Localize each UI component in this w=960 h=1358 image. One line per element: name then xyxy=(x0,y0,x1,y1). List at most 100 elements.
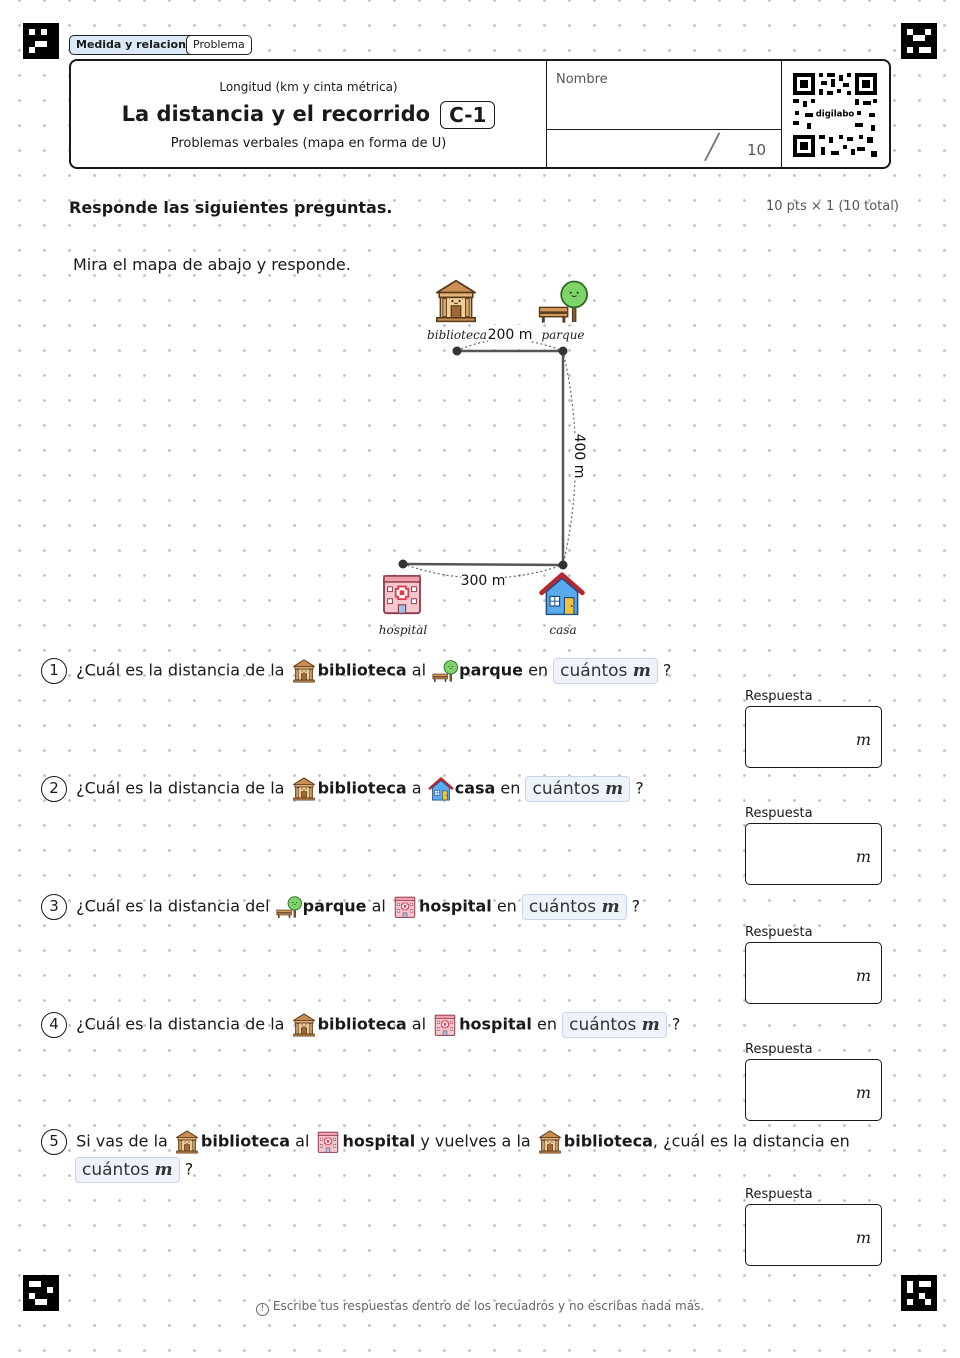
answer-box-5[interactable]: m xyxy=(745,1204,882,1266)
question-text: ¿Cuál es la distancia del xyxy=(76,896,270,916)
place-name: biblioteca xyxy=(317,1014,407,1034)
unit-symbol: m xyxy=(605,778,624,799)
unit-highlight: cuántos m xyxy=(525,775,631,802)
answer-unit: m xyxy=(855,1228,871,1247)
name-score-area: Nombre ╱ 10 xyxy=(546,61,782,167)
question-number: 3 xyxy=(41,893,67,920)
question-number: 5 xyxy=(41,1128,67,1155)
library-icon xyxy=(536,1129,564,1155)
node-hospital xyxy=(398,559,408,569)
question-4: 4 ¿Cuál es la distancia de la biblioteca… xyxy=(41,1011,680,1038)
footer-note: !Escribe tus respuestas dentro de los re… xyxy=(0,1299,960,1316)
worksheet-code: C-1 xyxy=(440,101,496,129)
question-number: 2 xyxy=(41,775,67,802)
label-library: biblioteca xyxy=(427,328,487,342)
arc-library-park xyxy=(456,338,564,352)
corner-marker-bottom-left xyxy=(23,1275,59,1311)
question-text: al xyxy=(411,1014,427,1034)
question-text: , ¿cuál es la distancia en xyxy=(652,1131,850,1151)
answer-box-3[interactable]: m xyxy=(745,942,882,1004)
question-end: ? xyxy=(631,896,641,916)
distance-park-house: 400 m xyxy=(571,434,587,479)
question-text: en xyxy=(537,1014,557,1034)
unit-symbol: m xyxy=(641,1014,660,1035)
question-text: ¿Cuál es la distancia de la xyxy=(76,1014,285,1034)
question-5-continuation: cuántos m ? xyxy=(75,1156,193,1183)
place-name: parque xyxy=(459,660,523,680)
footer-text: Escribe tus respuestas dentro de los rec… xyxy=(272,1299,705,1313)
highlight-word: cuántos xyxy=(82,1159,150,1180)
library-icon xyxy=(290,776,318,802)
park-icon xyxy=(431,658,459,684)
distance-library-park: 200 m xyxy=(488,327,533,343)
answer-box-1[interactable]: m xyxy=(745,706,882,768)
question-text: en xyxy=(496,896,517,916)
library-icon xyxy=(435,279,477,323)
library-icon xyxy=(290,658,318,684)
hospital-icon xyxy=(431,1012,459,1038)
question-end: ? xyxy=(662,660,672,680)
question-text: en xyxy=(528,660,549,680)
place-name: biblioteca xyxy=(563,1131,653,1151)
label-hospital: hospital xyxy=(379,623,428,637)
distance-hospital-house: 300 m xyxy=(461,573,506,589)
highlight-word: cuántos xyxy=(560,660,628,681)
unit-highlight: cuántos m xyxy=(521,893,627,920)
place-name: biblioteca xyxy=(317,660,407,680)
question-text: ¿Cuál es la distancia de la xyxy=(76,660,285,680)
answer-label: Respuesta xyxy=(745,925,813,940)
question-text: al xyxy=(411,660,427,680)
place-name: casa xyxy=(454,778,496,798)
house-icon xyxy=(542,575,583,615)
answer-unit: m xyxy=(855,1083,871,1102)
points-info: 10 pts × 1 (10 total) xyxy=(766,199,899,214)
question-text: en xyxy=(500,778,521,798)
question-text: a xyxy=(411,778,422,798)
question-text: al xyxy=(371,896,386,916)
qr-label: digilabo xyxy=(816,110,855,120)
place-name: hospital xyxy=(342,1131,416,1151)
library-icon xyxy=(290,1012,318,1038)
node-library xyxy=(452,346,462,356)
name-label: Nombre xyxy=(556,72,608,87)
hospital-icon xyxy=(391,894,419,920)
unit-symbol: m xyxy=(632,660,651,681)
unit-highlight: cuántos m xyxy=(75,1156,180,1183)
label-park: parque xyxy=(541,328,584,342)
qr-code: digilabo xyxy=(791,71,879,159)
intro-text: Mira el mapa de abajo y responde. xyxy=(73,255,351,274)
question-5: 5 Si vas de la biblioteca al hospital y … xyxy=(41,1128,850,1155)
instructions: Responde las siguientes preguntas. xyxy=(69,198,393,217)
question-end: ? xyxy=(184,1159,194,1179)
name-divider xyxy=(547,129,781,130)
answer-box-4[interactable]: m xyxy=(745,1059,882,1121)
question-2: 2 ¿Cuál es la distancia de la biblioteca… xyxy=(41,775,644,802)
place-name: biblioteca xyxy=(200,1131,291,1151)
question-text: y vuelves a la xyxy=(420,1131,531,1151)
unit-symbol: m xyxy=(601,896,620,917)
type-tag: Problema xyxy=(186,35,252,55)
arc-park-house xyxy=(562,350,577,566)
highlight-word: cuántos xyxy=(569,1014,637,1035)
unit-highlight: cuántos m xyxy=(553,657,658,684)
question-number: 1 xyxy=(41,657,67,684)
score-max: 10 xyxy=(747,141,767,159)
node-park xyxy=(558,346,568,356)
question-number: 4 xyxy=(41,1011,67,1038)
route-line xyxy=(402,349,565,567)
answer-label: Respuesta xyxy=(745,806,813,821)
park-icon xyxy=(275,894,303,920)
header-topic: Longitud (km y cinta métrica) xyxy=(219,80,398,94)
category-tag: Medida y relaciones xyxy=(69,35,207,55)
place-name: biblioteca xyxy=(317,778,407,798)
place-name: parque xyxy=(302,896,367,916)
corner-marker-top-right xyxy=(901,23,937,59)
header-title-area: Longitud (km y cinta métrica) La distanc… xyxy=(71,61,546,167)
route-map: 200 m 400 m 300 m biblioteca parque hosp… xyxy=(379,279,588,637)
question-3: 3 ¿Cuál es la distancia del parque al ho… xyxy=(41,893,640,920)
answer-box-2[interactable]: m xyxy=(745,823,882,885)
info-icon: ! xyxy=(255,1303,269,1316)
place-name: hospital xyxy=(418,896,492,916)
highlight-word: cuántos xyxy=(532,778,600,799)
